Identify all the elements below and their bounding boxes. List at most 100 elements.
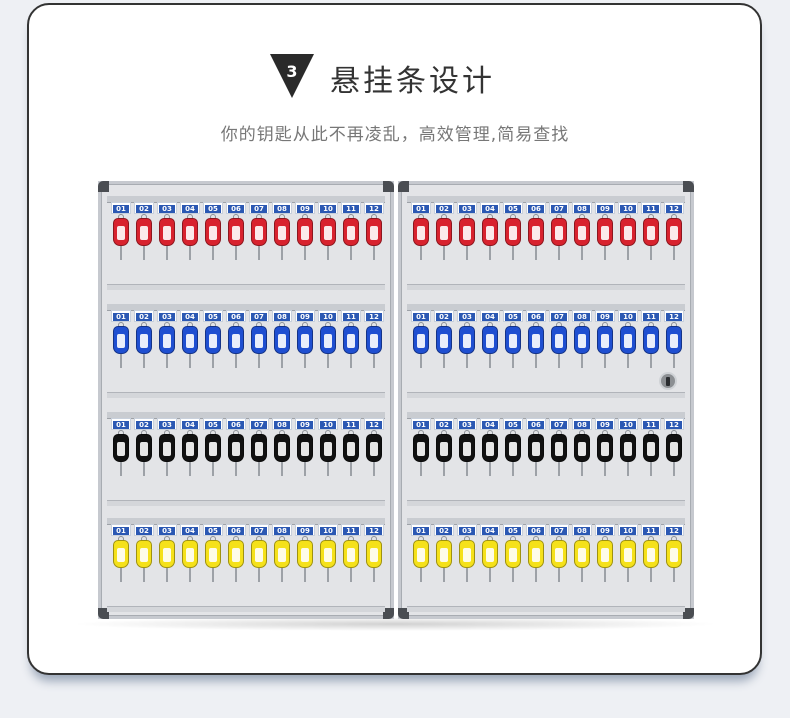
key-tag <box>505 326 521 354</box>
floor-shadow <box>70 617 720 631</box>
key-tag <box>459 218 475 246</box>
key-slot: 03 <box>157 192 177 282</box>
slot-number: 02 <box>436 313 452 321</box>
key-icon <box>327 354 329 368</box>
key-slot: 07 <box>549 514 569 604</box>
key-slot: 06 <box>226 514 246 604</box>
slot-number: 05 <box>505 313 521 321</box>
slot-number: 12 <box>366 205 382 213</box>
slot-label: 11 <box>641 418 661 430</box>
key-tag <box>366 540 382 568</box>
key-icon <box>581 354 583 368</box>
key-icon <box>350 568 352 582</box>
key-icon <box>604 354 606 368</box>
key-icon <box>212 246 214 260</box>
key-tag <box>159 434 175 462</box>
slot-number: 05 <box>205 527 221 535</box>
slot-label: 10 <box>318 418 338 430</box>
key-tag <box>666 326 682 354</box>
key-tag <box>482 218 498 246</box>
slot-number: 05 <box>205 205 221 213</box>
key-icon <box>535 568 537 582</box>
key-icon <box>189 246 191 260</box>
key-slot: 10 <box>318 192 338 282</box>
key-tag <box>482 326 498 354</box>
key-tag <box>597 540 613 568</box>
key-slot: 04 <box>480 514 500 604</box>
key-icon <box>258 246 260 260</box>
key-tag <box>182 434 198 462</box>
slot-number: 01 <box>413 313 429 321</box>
slot-number: 11 <box>643 205 659 213</box>
key-slot: 10 <box>618 514 638 604</box>
key-tag <box>343 218 359 246</box>
slot-number: 12 <box>666 527 682 535</box>
key-tag <box>136 326 152 354</box>
hanging-rail <box>407 196 685 203</box>
key-tag <box>251 326 267 354</box>
slot-label: 03 <box>457 418 477 430</box>
slot-number: 09 <box>297 313 313 321</box>
slot-label: 03 <box>157 524 177 536</box>
key-tag <box>113 434 129 462</box>
key-icon <box>650 568 652 582</box>
slot-label: 08 <box>272 310 292 322</box>
key-slot: 11 <box>641 408 661 498</box>
slot-label: 12 <box>664 202 684 214</box>
slot-number: 08 <box>274 205 290 213</box>
slot-number: 03 <box>159 313 175 321</box>
slot-label: 10 <box>318 202 338 214</box>
key-slot: 08 <box>572 408 592 498</box>
key-slot: 02 <box>134 408 154 498</box>
slot-label: 03 <box>457 202 477 214</box>
key-slot: 11 <box>341 192 361 282</box>
key-icon <box>650 462 652 476</box>
key-icon <box>443 462 445 476</box>
corner-cap <box>383 181 394 192</box>
key-icon <box>304 568 306 582</box>
slot-number: 01 <box>413 527 429 535</box>
key-icon <box>535 354 537 368</box>
hanging-rail <box>107 304 385 311</box>
key-slot: 05 <box>203 408 223 498</box>
slot-number: 10 <box>320 313 336 321</box>
slot-label: 11 <box>341 524 361 536</box>
key-tag <box>297 434 313 462</box>
key-icon <box>604 462 606 476</box>
key-slot: 12 <box>364 514 384 604</box>
slot-number: 12 <box>666 313 682 321</box>
key-tag <box>482 540 498 568</box>
slot-number: 03 <box>159 421 175 429</box>
slot-label: 06 <box>226 418 246 430</box>
slot-number: 09 <box>597 421 613 429</box>
key-tag <box>366 434 382 462</box>
slot-number: 06 <box>228 527 244 535</box>
slot-label: 04 <box>480 310 500 322</box>
key-icon <box>350 246 352 260</box>
key-slot: 01 <box>411 514 431 604</box>
key-slot: 12 <box>664 514 684 604</box>
key-slot: 09 <box>595 514 615 604</box>
lock-icon[interactable] <box>659 372 677 390</box>
key-icon <box>281 568 283 582</box>
slot-number: 02 <box>436 421 452 429</box>
slot-number: 05 <box>205 313 221 321</box>
corner-cap <box>98 608 109 619</box>
slot-number: 07 <box>551 527 567 535</box>
slot-number: 10 <box>320 527 336 535</box>
slot-number: 06 <box>528 313 544 321</box>
key-tag <box>251 218 267 246</box>
key-icon <box>420 462 422 476</box>
key-slot: 05 <box>203 514 223 604</box>
slot-number: 11 <box>343 313 359 321</box>
key-slot: 08 <box>572 192 592 282</box>
key-tag <box>297 326 313 354</box>
hanging-rail <box>407 304 685 311</box>
slot-label: 06 <box>226 524 246 536</box>
hanging-rail <box>407 518 685 525</box>
key-icon <box>235 462 237 476</box>
key-tag <box>274 326 290 354</box>
key-tag <box>205 434 221 462</box>
key-tag <box>505 434 521 462</box>
shelf-divider <box>107 392 385 398</box>
